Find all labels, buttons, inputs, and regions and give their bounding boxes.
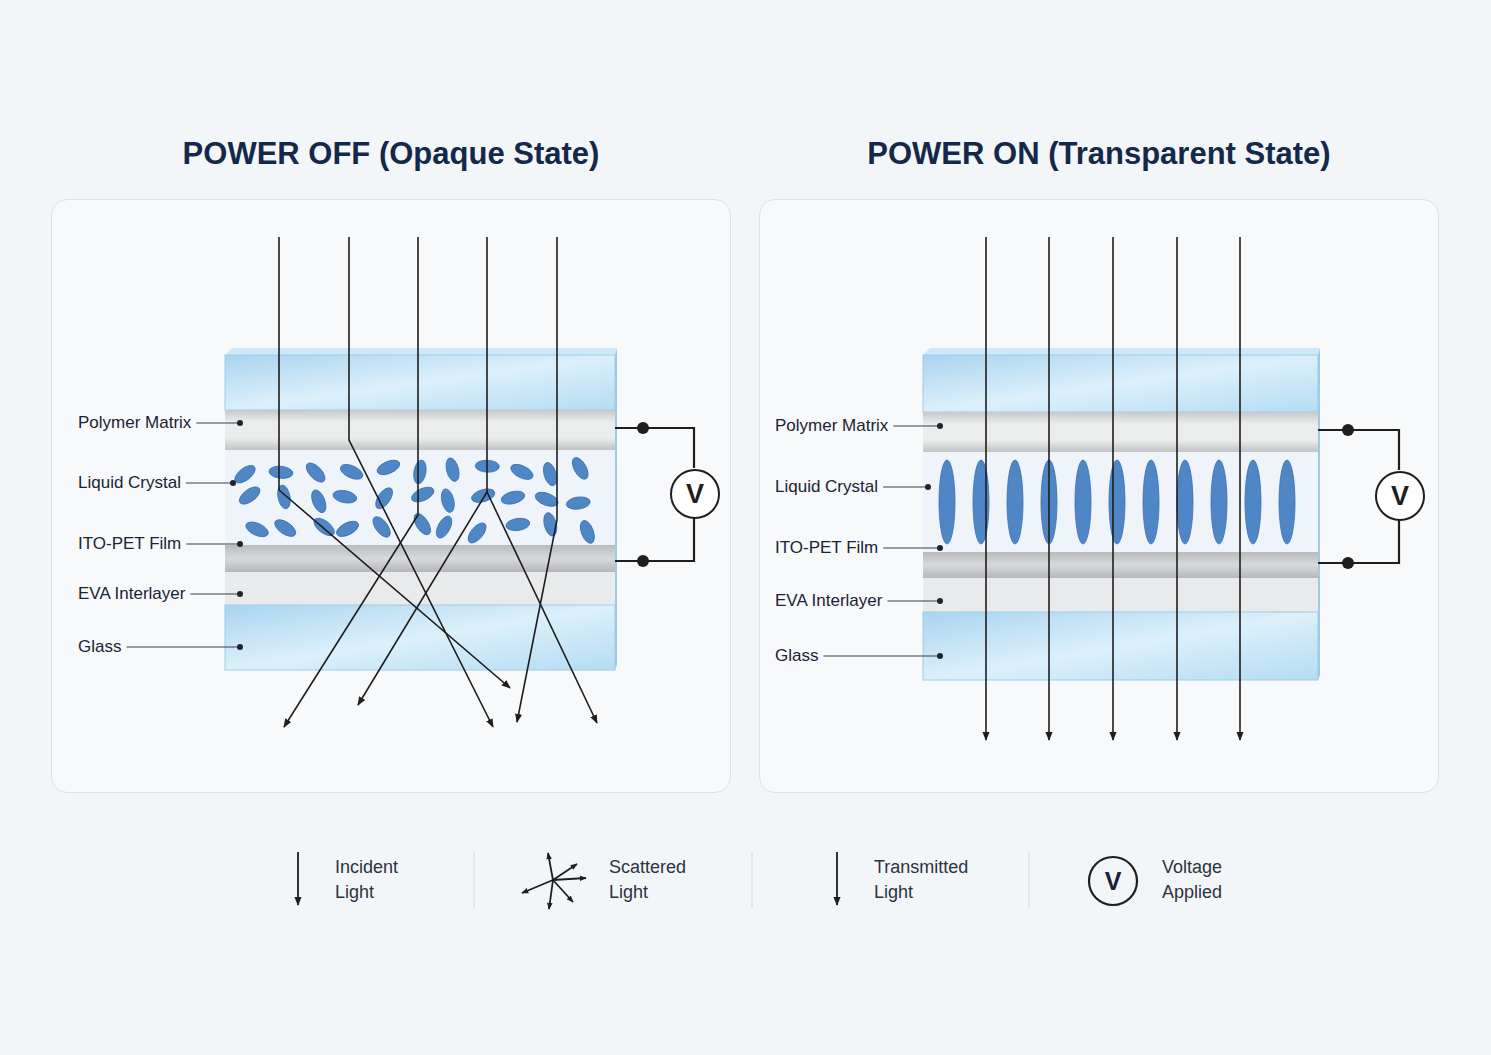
leader-line: [186, 543, 240, 544]
layer-label: Glass: [78, 637, 121, 657]
leader-dot: [937, 598, 943, 604]
layer-label: EVA Interlayer: [775, 591, 882, 611]
voltage-symbol: V: [1375, 471, 1425, 521]
lc-molecule: [533, 489, 560, 509]
transmitted-ray: [986, 237, 1240, 740]
terminal: [637, 422, 649, 434]
leader-line: [823, 655, 940, 656]
voltage-symbol: V: [670, 469, 720, 519]
leader-dot: [937, 653, 943, 659]
lc-molecule: [372, 485, 396, 512]
leader-dot: [925, 484, 931, 490]
leader-line: [893, 425, 940, 426]
legend-text: Voltage Applied: [1162, 855, 1222, 905]
leader-dot: [237, 644, 243, 650]
lc-molecule: [375, 457, 402, 477]
lc-molecule: [505, 517, 530, 532]
lc-molecule: [311, 515, 337, 539]
leader-line: [186, 482, 233, 483]
layer-label: ITO-PET Film: [78, 534, 181, 554]
layer-label: Glass: [775, 646, 818, 666]
terminal: [1342, 424, 1354, 436]
lc-molecule: [1007, 460, 1023, 544]
voltage-letter: V: [1105, 867, 1122, 896]
leader-dot: [237, 420, 243, 426]
lc-molecule: [309, 488, 329, 515]
lc-molecule: [1109, 460, 1125, 544]
lc-molecule: [578, 519, 598, 546]
legend-sample: [298, 852, 1137, 909]
layer-label: Polymer Matrix: [775, 416, 888, 436]
lc-molecule: [1279, 460, 1295, 544]
panel-title: POWER OFF (Opaque State): [52, 136, 730, 172]
leader-line: [887, 600, 940, 601]
lc-molecule: [1075, 460, 1091, 544]
leader-dot: [937, 423, 943, 429]
lc-molecule: [412, 459, 428, 485]
leader-dot: [230, 480, 236, 486]
lc-molecule: [1211, 460, 1227, 544]
voltage-letter: V: [1391, 483, 1409, 510]
lc-molecule: [433, 514, 455, 541]
layer-label: EVA Interlayer: [78, 584, 185, 604]
leader-dot: [937, 545, 943, 551]
legend-separator: [474, 852, 1029, 908]
leader-line: [196, 422, 240, 423]
lc-molecule: [409, 484, 436, 505]
lc-molecule: [569, 455, 591, 482]
lc-molecule: [509, 461, 536, 482]
leader-dot: [237, 541, 243, 547]
layer-label: Liquid Crystal: [78, 473, 181, 493]
lc-molecule: [236, 484, 262, 508]
legend-text: Incident Light: [335, 855, 398, 905]
legend-text: Scattered Light: [609, 855, 686, 905]
lc-molecule: [370, 514, 394, 540]
lc-molecule: [332, 489, 358, 505]
lc-molecule: [939, 460, 955, 544]
layer-label: Liquid Crystal: [775, 477, 878, 497]
terminal: [1342, 557, 1354, 569]
scattered-ray: [279, 237, 597, 727]
panel-title: POWER ON (Transparent State): [760, 136, 1438, 172]
lc-molecule: [439, 488, 456, 514]
voltage-letter: V: [686, 481, 704, 508]
lc-molecule: [303, 460, 328, 486]
lc-molecule: [444, 457, 461, 483]
panel-ground: [759, 199, 1439, 793]
panel-ground: [51, 199, 731, 793]
layer-label: Polymer Matrix: [78, 413, 191, 433]
lc-molecule: [566, 496, 591, 511]
layer-label: ITO-PET Film: [775, 538, 878, 558]
glass-stack: [923, 348, 1320, 680]
leader-line: [126, 646, 240, 647]
leader-line: [190, 593, 240, 594]
leader-line: [883, 547, 940, 548]
lc-molecule: [1245, 460, 1261, 544]
glass-stack: [225, 348, 617, 670]
terminal: [637, 555, 649, 567]
lc-molecule: [334, 518, 361, 540]
leader-line: [883, 486, 928, 487]
legend-text: Transmitted Light: [874, 855, 968, 905]
lc-molecule: [1143, 460, 1159, 544]
lc-molecule: [1177, 460, 1193, 544]
state-panel: POWER OFF (Opaque State)V: [51, 199, 731, 793]
leader-dot: [237, 591, 243, 597]
lc-molecule: [500, 489, 526, 506]
lc-molecule: [244, 519, 271, 540]
lc-molecule: [411, 511, 434, 538]
lc-molecule: [268, 465, 293, 479]
lc-molecule: [272, 516, 299, 539]
